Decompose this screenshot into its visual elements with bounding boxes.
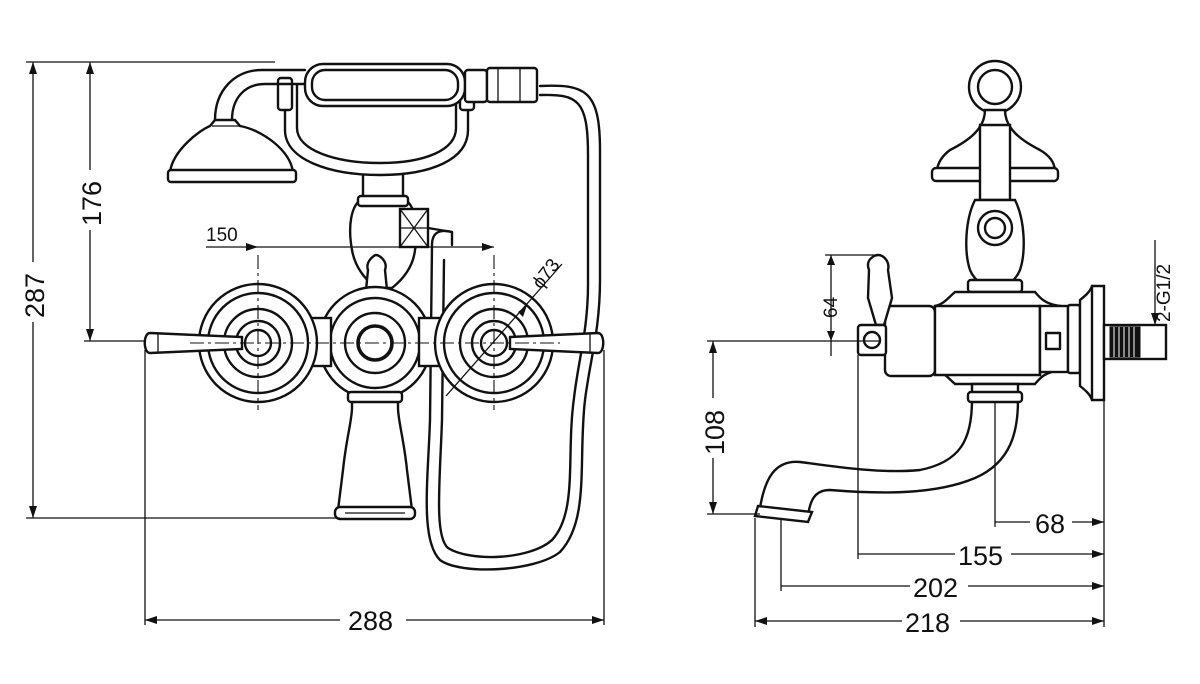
dim-phi73-label: ϕ73 [528, 255, 564, 293]
front-view: 287 176 150 ϕ73 288 [20, 61, 605, 636]
shower-hose [425, 84, 602, 571]
right-lever [508, 331, 605, 355]
dim-thread-label: 2-G1/2 [1154, 264, 1175, 322]
side-view: 64 2-G1/2 108 68 155 202 [700, 59, 1175, 638]
dim-108-label: 108 [700, 410, 730, 455]
dim-202-label: 202 [913, 573, 958, 603]
dim-288-label: 288 [348, 606, 393, 636]
dim-176-label: 176 [77, 181, 107, 226]
dim-68-label: 68 [1035, 509, 1065, 539]
side-handset [930, 59, 1060, 294]
dim-287-label: 287 [20, 273, 50, 318]
spout-body [336, 393, 414, 512]
side-spout [758, 382, 1020, 518]
handset [166, 62, 539, 184]
dim-218-label: 218 [905, 608, 950, 638]
cradle [283, 78, 470, 177]
dim-150-label: 150 [206, 225, 238, 246]
dim-64-label: 64 [821, 296, 842, 318]
side-lever [866, 253, 894, 327]
dim-155-label: 155 [958, 541, 1003, 571]
